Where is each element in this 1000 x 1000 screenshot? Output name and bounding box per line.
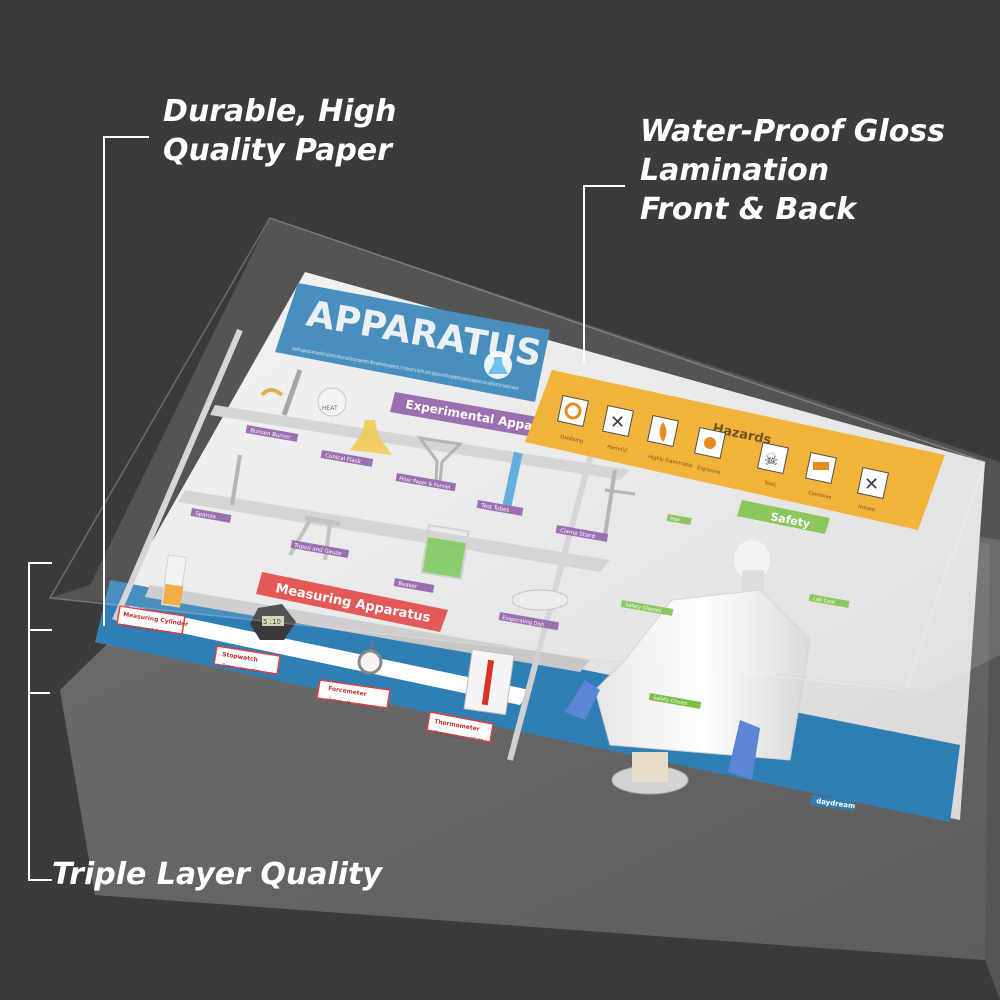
svg-text:✕: ✕	[610, 412, 625, 433]
svg-text:Beaker: Beaker	[398, 581, 419, 590]
spatula-icon	[230, 454, 242, 506]
callout-gloss-line-3: Front & Back	[640, 192, 857, 227]
hazards-block: Hazards ✕ ☠ ✕ Oxidising Harmful Highly F…	[525, 370, 945, 530]
gloss-callout-line	[583, 185, 625, 362]
svg-text:Safety Gloves: Safety Gloves	[653, 695, 688, 707]
bunsen-burner-icon	[260, 369, 303, 416]
heat-icon	[317, 387, 347, 417]
svg-text:Spatula: Spatula	[195, 511, 217, 521]
svg-text:Toxic: Toxic	[763, 480, 777, 489]
gloss-lamination-callout: Water-Proof Gloss Lamination Front & Bac…	[640, 112, 945, 229]
svg-text:☠: ☠	[764, 450, 778, 469]
callout-paper-line-1: Durable, High	[163, 94, 397, 129]
forcemeter-icon	[357, 639, 383, 675]
evaporating-dish-icon	[511, 589, 569, 611]
callout-gloss-line-1: Water-Proof Gloss	[640, 114, 946, 149]
front-lamination-layer	[50, 218, 1000, 690]
svg-text:Harmful: Harmful	[607, 444, 628, 454]
triple-layer-bracket-middle	[28, 692, 50, 694]
svg-text:Corrosive: Corrosive	[808, 490, 832, 501]
lab-coat-mannequin	[565, 540, 811, 795]
measuring-cylinder-icon	[160, 554, 187, 608]
triple-layer-bracket-top	[28, 562, 52, 631]
svg-text:Oxidising: Oxidising	[560, 434, 584, 445]
svg-text:✕: ✕	[864, 474, 879, 495]
svg-text:HEAT: HEAT	[322, 405, 338, 412]
paper-callout-line	[103, 136, 149, 626]
svg-text:Irritant: Irritant	[858, 504, 876, 513]
conical-flask-icon	[350, 420, 392, 455]
durable-paper-callout: Durable, High Quality Paper	[163, 92, 396, 170]
stopwatch-icon: 5 :10	[250, 604, 296, 640]
svg-text:Explosive: Explosive	[697, 465, 722, 476]
clamp-stand-icon	[603, 469, 636, 536]
callout-triple-text: Triple Layer Quality	[52, 857, 382, 892]
measuring-label-tags: Measuring Cylinder Volume - ml, l, cm³ S…	[116, 605, 494, 745]
hazard-symbols: ✕ ☠ ✕	[556, 394, 890, 500]
triple-layer-bracket-bottom	[28, 627, 52, 881]
svg-text:Force - N: Force - N	[328, 697, 351, 706]
svg-text:Lab Coat: Lab Coat	[813, 596, 836, 606]
triple-layer-callout: Triple Layer Quality	[52, 855, 382, 894]
callout-gloss-line-2: Lamination	[640, 153, 830, 188]
beaker-icon	[420, 524, 470, 580]
thermometer-icon	[463, 648, 515, 716]
svg-text:5 :10: 5 :10	[263, 618, 281, 626]
test-tube-icon	[501, 451, 523, 513]
callout-paper-line-2: Quality Paper	[163, 133, 392, 168]
svg-text:Hair: Hair	[670, 516, 682, 524]
svg-text:Test Tubes: Test Tubes	[480, 503, 510, 514]
